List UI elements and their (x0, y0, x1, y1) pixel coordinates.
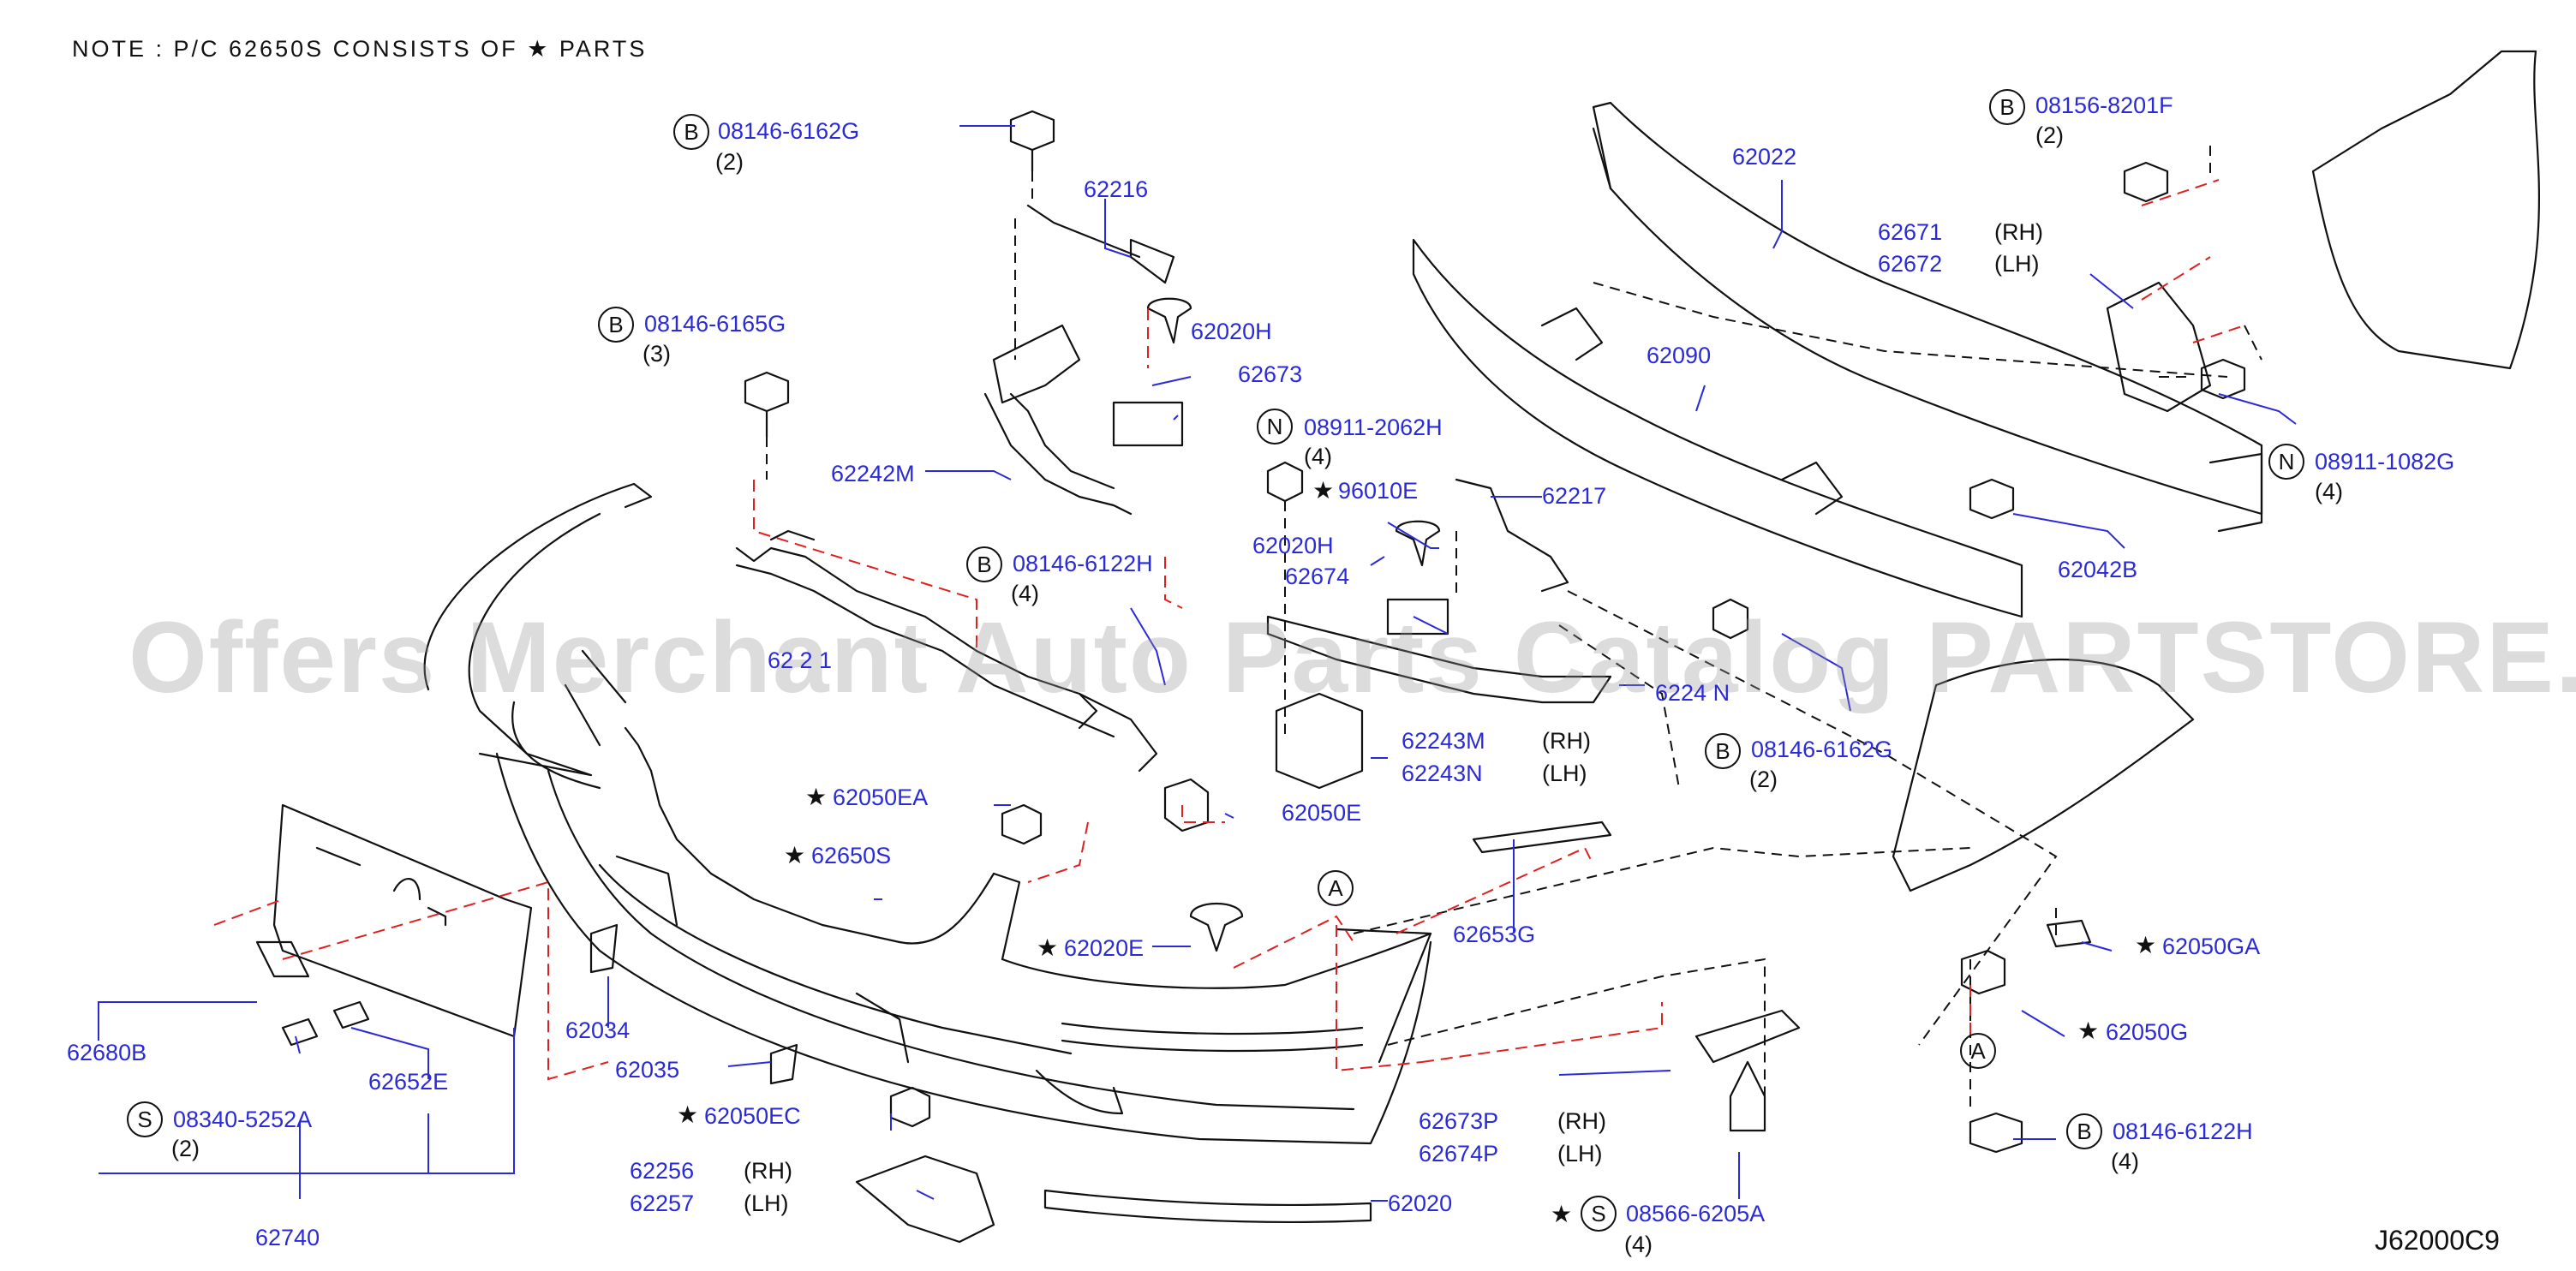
body-panel-drawing (1892, 50, 2541, 892)
side-label-rh: (RH) (1542, 728, 1591, 754)
star-marker: ★ (2135, 932, 2157, 958)
part-label-62020h-b[interactable]: 62020H (1252, 533, 1334, 558)
license-plate-bracket-drawing (255, 803, 533, 1038)
screw-marker: S (127, 1101, 163, 1137)
qty-label: (2) (1749, 767, 1778, 792)
qty-label: (4) (2315, 479, 2343, 504)
part-label-62673p[interactable]: 62673P (1419, 1108, 1499, 1134)
bolt-marker: B (598, 307, 634, 343)
part-label-62050ga[interactable]: 62050GA (2162, 934, 2261, 959)
bumper-fascia-drawing (423, 482, 1432, 1145)
dashed-guides (766, 146, 2262, 1113)
part-label-62050ec[interactable]: 62050EC (704, 1103, 801, 1129)
part-label-96010e[interactable]: 96010E (1338, 478, 1419, 504)
part-label-08911-2062h[interactable]: 08911-2062H (1304, 415, 1443, 440)
part-label-62020[interactable]: 62020 (1388, 1190, 1453, 1216)
part-label-08146-6162g-top[interactable]: 08146-6162G (718, 118, 860, 144)
nut-marker: N (2268, 444, 2304, 480)
part-label-08566-6205a[interactable]: 08566-6205A (1626, 1201, 1766, 1226)
part-label-62242m[interactable]: 62242M (831, 461, 915, 486)
star-marker: ★ (784, 842, 806, 868)
upper-retainer-drawing (735, 204, 1175, 773)
part-label-08146-6122h-mid[interactable]: 08146-6122H (1013, 551, 1153, 576)
qty-label: (2) (715, 149, 744, 175)
part-label-62050e[interactable]: 62050E (1282, 800, 1362, 826)
bolt-marker: B (966, 546, 1002, 582)
part-label-62740[interactable]: 62740 (255, 1225, 320, 1250)
part-label-62020h-a[interactable]: 62020H (1191, 319, 1272, 344)
qty-label: (2) (2035, 122, 2064, 148)
bolt-marker: B (1989, 89, 2025, 125)
screw-marker: S (1581, 1196, 1617, 1232)
side-label-lh: (LH) (1542, 761, 1587, 786)
bolt-marker: B (1705, 733, 1741, 769)
side-label-rh: (RH) (744, 1158, 792, 1184)
part-label-62217[interactable]: 62217 (1542, 483, 1607, 509)
qty-label: (3) (643, 341, 671, 367)
side-label-rh: (RH) (1557, 1108, 1606, 1134)
part-label-62257[interactable]: 62257 (630, 1190, 695, 1216)
part-label-62020e[interactable]: 62020E (1064, 935, 1145, 961)
part-label-62680b[interactable]: 62680B (67, 1040, 147, 1065)
star-marker: ★ (677, 1101, 699, 1128)
misc-parts-drawing (281, 110, 2246, 1244)
qty-label: (4) (1624, 1232, 1653, 1257)
qty-label: (4) (1011, 581, 1039, 606)
side-label-lh: (LH) (744, 1190, 789, 1216)
part-label-62243n[interactable]: 62243N (1402, 761, 1483, 786)
part-label-08156-8201f[interactable]: 08156-8201F (2035, 92, 2173, 118)
diagram-code: J62000C9 (2375, 1225, 2500, 1256)
bolt-marker: B (673, 114, 709, 150)
red-dashed-guides (213, 179, 2245, 1081)
bolt-marker: B (2066, 1113, 2102, 1149)
part-label-62672[interactable]: 62672 (1878, 251, 1943, 277)
part-label-62671[interactable]: 62671 (1878, 219, 1943, 245)
part-label-08146-6162g-right[interactable]: 08146-6162G (1751, 737, 1893, 762)
qty-label: (2) (171, 1136, 200, 1161)
part-label-62216[interactable]: 62216 (1084, 176, 1149, 202)
part-label-62653g[interactable]: 62653G (1453, 922, 1536, 947)
star-marker: ★ (1551, 1201, 1573, 1227)
part-label-08146-6165g[interactable]: 08146-6165G (644, 311, 786, 337)
part-label-62050ea[interactable]: 62050EA (833, 785, 929, 810)
star-marker: ★ (1037, 934, 1059, 961)
reinforcement-drawing (1412, 101, 2263, 618)
part-label-08911-1082g[interactable]: 08911-1082G (2315, 449, 2455, 474)
part-label-62673[interactable]: 62673 (1238, 361, 1303, 387)
star-marker: ★ (805, 784, 828, 810)
side-label-rh: (RH) (1994, 219, 2043, 245)
side-label-lh: (LH) (1557, 1141, 1603, 1167)
part-label-62035[interactable]: 62035 (615, 1057, 680, 1083)
part-label-62652e[interactable]: 62652E (368, 1069, 449, 1095)
note-text: NOTE : P/C 62650S CONSISTS OF ★ PARTS (72, 36, 648, 62)
connector-marker-a: A (1318, 870, 1354, 906)
connector-marker-a: A (1960, 1033, 1996, 1069)
side-label-lh: (LH) (1994, 251, 2040, 277)
part-label-08146-6122h-br[interactable]: 08146-6122H (2113, 1119, 2253, 1144)
part-label-62650s[interactable]: 62650S (811, 843, 892, 868)
nut-marker: N (1257, 409, 1293, 445)
part-label-62042b[interactable]: 62042B (2058, 557, 2138, 582)
center-retainer-drawing (1112, 401, 1612, 790)
part-label-62674[interactable]: 62674 (1285, 564, 1350, 589)
part-label-62674p[interactable]: 62674P (1419, 1141, 1499, 1167)
star-marker: ★ (1312, 477, 1335, 504)
qty-label: (4) (2111, 1149, 2139, 1174)
part-label-6224n[interactable]: 6224 N (1655, 680, 1730, 706)
part-label-62256[interactable]: 62256 (630, 1158, 695, 1184)
star-marker: ★ (2077, 1017, 2100, 1044)
part-label-62242-partial[interactable]: 62 2 1 (768, 647, 833, 673)
part-label-62090[interactable]: 62090 (1647, 343, 1712, 368)
qty-label: (4) (1304, 444, 1332, 469)
part-label-62034[interactable]: 62034 (565, 1017, 631, 1043)
part-label-08340-5252a[interactable]: 08340-5252A (173, 1107, 313, 1132)
part-label-62243m[interactable]: 62243M (1402, 728, 1485, 754)
part-label-62050g[interactable]: 62050G (2106, 1019, 2189, 1045)
leader-lines (98, 125, 2297, 1202)
watermark-text: Offers Merchant Auto Parts Catalog PARTS… (129, 601, 2576, 714)
part-label-62022[interactable]: 62022 (1732, 144, 1797, 170)
